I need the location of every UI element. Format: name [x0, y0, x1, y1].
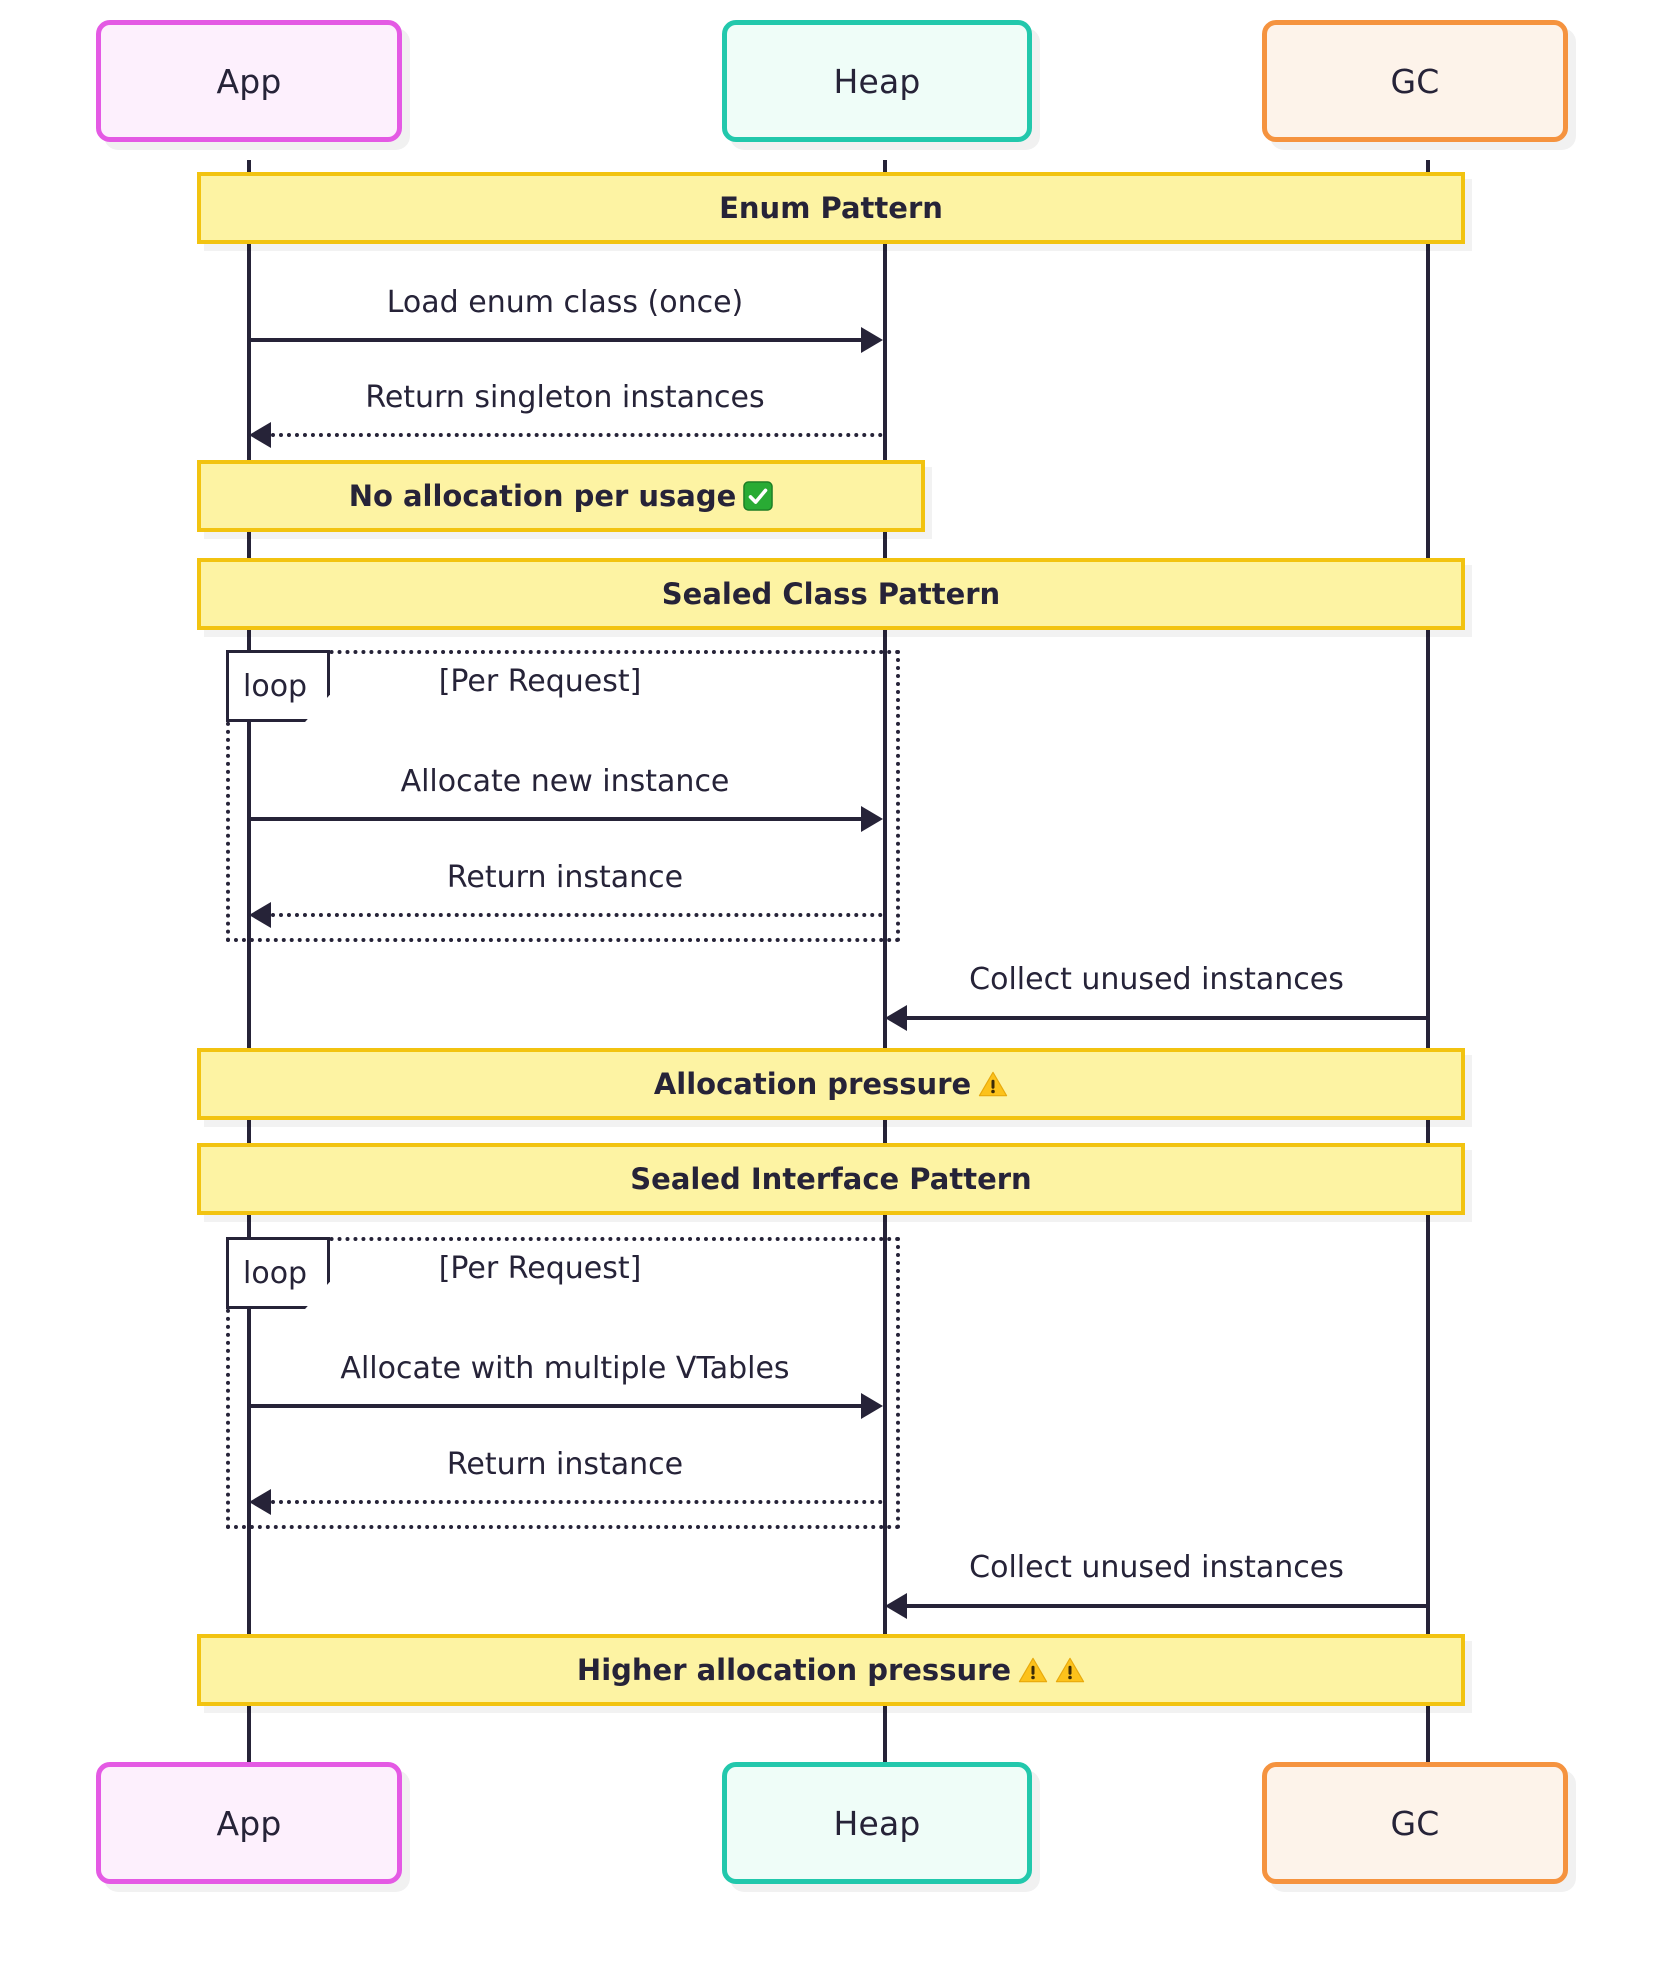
loop-condition-text: [Per Request] — [438, 1251, 642, 1286]
participant-label: GC — [1390, 61, 1440, 101]
participant-gc-top[interactable]: GC — [1262, 20, 1568, 142]
arrowhead-right-allocate-new — [861, 806, 883, 832]
message-line-collect-1 — [907, 1016, 1428, 1020]
message-line-return-singleton — [271, 433, 883, 437]
note-allocation-pressure: Allocation pressure — [197, 1048, 1465, 1120]
message-label-return-instance-2: Return instance — [247, 1447, 883, 1482]
note-no-allocation-per-usage: No allocation per usage — [197, 460, 925, 532]
loop-condition-label-2: [Per Request] — [330, 1251, 750, 1286]
note-label: No allocation per usage — [348, 479, 737, 513]
note-sealed-class-pattern: Sealed Class Pattern — [197, 558, 1465, 630]
participant-heap-top[interactable]: Heap — [722, 20, 1032, 142]
arrowhead-left-collect-1 — [885, 1005, 907, 1031]
message-label-allocate-new: Allocate new instance — [247, 764, 883, 799]
warning-icon — [978, 1069, 1008, 1099]
loop-keyword-tab-1: loop — [226, 650, 330, 722]
arrowhead-left-return-singleton — [249, 422, 271, 448]
message-text: Collect unused instances — [969, 962, 1344, 997]
arrowhead-left-collect-2 — [885, 1593, 907, 1619]
message-label-collect-2: Collect unused instances — [885, 1550, 1428, 1585]
loop-fragment-sealed-class — [226, 650, 900, 942]
participant-heap-bottom[interactable]: Heap — [722, 1762, 1032, 1884]
note-sealed-interface-pattern: Sealed Interface Pattern — [197, 1143, 1465, 1215]
message-text: Return instance — [446, 860, 684, 895]
note-higher-allocation-pressure: Higher allocation pressure — [197, 1634, 1465, 1706]
participant-gc-bottom[interactable]: GC — [1262, 1762, 1568, 1884]
note-label: Enum Pattern — [719, 191, 943, 225]
warning-icon — [1055, 1655, 1085, 1685]
message-label-collect-1: Collect unused instances — [885, 962, 1428, 997]
participant-label: App — [216, 1803, 282, 1843]
message-line-allocate-new — [249, 817, 861, 821]
loop-condition-label-1: [Per Request] — [330, 664, 750, 699]
message-line-allocate-vtables — [249, 1404, 861, 1408]
loop-keyword-tab-2: loop — [226, 1237, 330, 1309]
message-text: Load enum class (once) — [386, 285, 744, 320]
message-label-return-instance-1: Return instance — [247, 860, 883, 895]
participant-app-top[interactable]: App — [96, 20, 402, 142]
message-label-allocate-vtables: Allocate with multiple VTables — [247, 1351, 883, 1386]
lifeline-heap — [883, 160, 887, 1790]
message-text: Collect unused instances — [969, 1550, 1344, 1585]
participant-label: Heap — [833, 61, 921, 101]
note-label: Allocation pressure — [653, 1067, 972, 1101]
message-line-return-instance-2 — [271, 1500, 883, 1504]
participant-label: GC — [1390, 1803, 1440, 1843]
loop-keyword-label: loop — [243, 668, 308, 704]
message-label-return-singleton: Return singleton instances — [247, 380, 883, 415]
message-line-load-enum — [249, 338, 861, 342]
note-enum-pattern: Enum Pattern — [197, 172, 1465, 244]
loop-condition-text: [Per Request] — [438, 664, 642, 699]
note-label: Sealed Class Pattern — [661, 577, 1001, 611]
arrowhead-right-allocate-vtables — [861, 1393, 883, 1419]
message-text: Allocate new instance — [400, 764, 730, 799]
message-text: Return instance — [446, 1447, 684, 1482]
message-line-collect-2 — [907, 1604, 1428, 1608]
warning-icon — [1018, 1655, 1048, 1685]
loop-keyword-label: loop — [243, 1255, 308, 1291]
message-label-load-enum: Load enum class (once) — [247, 285, 883, 320]
message-text: Return singleton instances — [365, 380, 765, 415]
note-label: Higher allocation pressure — [576, 1653, 1012, 1687]
participant-label: App — [216, 61, 282, 101]
arrowhead-right-load-enum — [861, 327, 883, 353]
participant-app-bottom[interactable]: App — [96, 1762, 402, 1884]
message-text: Allocate with multiple VTables — [340, 1351, 790, 1386]
note-label: Sealed Interface Pattern — [630, 1162, 1032, 1196]
participant-label: Heap — [833, 1803, 921, 1843]
message-line-return-instance-1 — [271, 913, 883, 917]
check-mark-icon — [743, 481, 774, 511]
arrowhead-left-return-instance-1 — [249, 902, 271, 928]
lifeline-gc — [1426, 160, 1430, 1790]
arrowhead-left-return-instance-2 — [249, 1489, 271, 1515]
loop-fragment-sealed-interface — [226, 1237, 900, 1529]
lifeline-app — [247, 160, 251, 1790]
